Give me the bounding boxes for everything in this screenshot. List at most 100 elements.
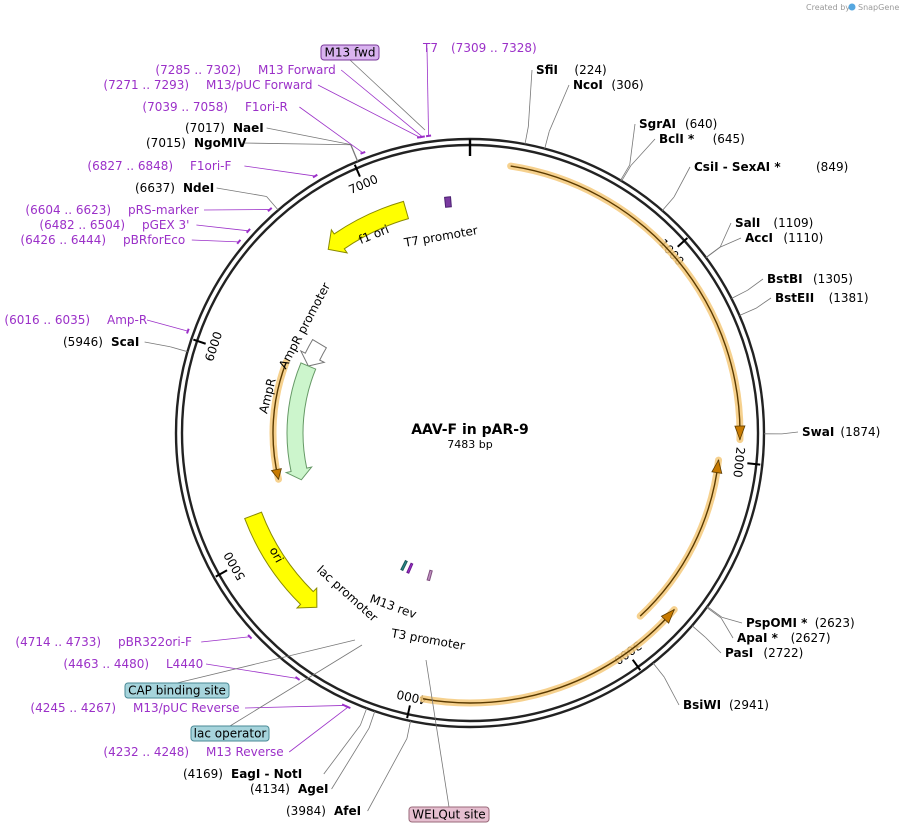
site-scai[interactable]: (5946)ScaI	[63, 335, 139, 349]
site-agei[interactable]: (4134)AgeI	[250, 782, 328, 796]
site-ndei[interactable]: (6637) NdeI	[135, 181, 214, 195]
primer-leader-t7	[426, 47, 429, 136]
primer-mark-m13-reverse	[345, 705, 351, 710]
tick-label-7000: 7000	[346, 172, 380, 197]
primer-m13-puc-reverse[interactable]: (4245 .. 4267)M13/pUC Reverse	[30, 701, 239, 715]
site-pos-sfii: (224)	[574, 63, 606, 77]
site-pasi[interactable]: PasI(2722)	[725, 646, 803, 660]
orf-line-1	[639, 460, 720, 617]
primer-pos-pgex-3: (6482 .. 6504)	[39, 218, 125, 232]
primer-pos-t7: (7309 .. 7328)	[451, 41, 537, 55]
site-bstbi[interactable]: BstBI(1305)	[767, 272, 853, 286]
primer-l4440[interactable]: (4463 .. 4480)L4440	[63, 657, 203, 671]
site-pos-ndei: (6637)	[135, 181, 175, 195]
boxed-label-welqut-site[interactable]: WELQut site	[408, 806, 490, 823]
primer-mark-pbrforeco	[236, 239, 242, 245]
site-sgrai[interactable]: SgrAI(640)	[639, 117, 717, 131]
site-sali[interactable]: SalI(1109)	[735, 216, 813, 230]
primer-pbrforeco[interactable]: (6426 .. 6444)pBRforEco	[20, 233, 185, 247]
primer-leader-pgex-3	[196, 224, 249, 232]
site-swai[interactable]: SwaI(1874)	[802, 425, 880, 439]
tick-mark-1000	[677, 237, 689, 248]
site-csii-sexai[interactable]: CsiI - SexAI *(849)	[694, 160, 848, 174]
primer-name-m13-puc-forward: M13/pUC Forward	[206, 78, 313, 92]
feature-m13-rev[interactable]	[406, 562, 414, 574]
boxed-text-lac-operator: lac operator	[194, 727, 267, 741]
tick-mark-2000	[747, 462, 761, 466]
site-name-agei: AgeI	[298, 782, 328, 796]
site-name-apai: ApaI *	[737, 631, 779, 645]
site-ngomiv[interactable]: (7015)NgoMIV	[146, 136, 247, 150]
primer-pgex-3[interactable]: (6482 .. 6504)pGEX 3'	[39, 218, 189, 232]
site-ncoi[interactable]: NcoI(306)	[573, 78, 644, 92]
site-name-sfii: SfiI	[536, 63, 558, 77]
primer-m13-forward[interactable]: (7285 .. 7302)M13 Forward	[155, 63, 335, 77]
site-eagi-noti[interactable]: (4169)EagI - NotI	[183, 767, 302, 781]
site-afei[interactable]: (3984) AfeI	[286, 804, 361, 818]
primer-pbr322ori-f[interactable]: (4714 .. 4733)pBR322ori-F	[15, 635, 192, 649]
boxed-label-cap-binding-site[interactable]: CAP binding site	[124, 682, 230, 699]
primer-name-f1ori-r: F1ori-R	[245, 100, 288, 114]
primer-pos-prs-marker: (6604 .. 6623)	[25, 203, 111, 217]
orf-arrowhead-0	[734, 425, 746, 441]
primer-leader-f1ori-r	[299, 106, 364, 154]
site-tick-eagi-noti	[360, 708, 368, 726]
tick-label-2000: 2000	[730, 446, 747, 478]
primer-mark-f1ori-r	[360, 150, 366, 155]
orf-glow-0	[507, 162, 744, 444]
feature-t3-promoter[interactable]	[426, 569, 433, 582]
boxed-label-m13-fwd[interactable]: M13 fwd	[320, 44, 380, 61]
primer-f1ori-r[interactable]: (7039 .. 7058)F1ori-R	[142, 100, 287, 114]
tick-label-4000: 4000	[395, 687, 428, 707]
site-tick-bstbi	[731, 289, 748, 299]
primer-prs-marker[interactable]: (6604 .. 6623)pRS-marker	[25, 203, 198, 217]
site-pos-afei: (3984)	[286, 804, 326, 818]
site-tick-pasi	[691, 625, 706, 638]
primer-t7[interactable]: T7(7309 .. 7328)	[422, 41, 537, 55]
site-apai[interactable]: ApaI *(2627)	[737, 631, 831, 645]
site-pos-sali: (1109)	[773, 216, 813, 230]
feature-t7-promoter[interactable]	[444, 196, 452, 208]
boxed-label-lac-operator[interactable]: lac operator	[190, 725, 270, 742]
orf-arrowhead-1	[711, 459, 723, 474]
site-bcli[interactable]: BclI *(645)	[659, 132, 745, 146]
site-pos-acci: (1110)	[783, 231, 823, 245]
primer-f1ori-f[interactable]: (6827 .. 6848)F1ori-F	[87, 159, 231, 173]
site-name-ndei: NdeI	[183, 181, 214, 195]
leader-lines	[144, 47, 799, 812]
site-name-afei: AfeI	[334, 804, 361, 818]
boxed-leader-lac-operator	[229, 644, 363, 727]
site-name-acci: AccI	[745, 231, 773, 245]
site-bsiwi[interactable]: BsiWI(2941)	[683, 698, 769, 712]
site-pos-eagi-noti: (4169)	[183, 767, 223, 781]
site-bsteii[interactable]: BstEII(1381)	[775, 291, 869, 305]
primer-name-pbr322ori-f: pBR322ori-F	[118, 635, 192, 649]
site-pspomi[interactable]: PspOMI *(2623)	[746, 616, 855, 630]
primer-amp-r[interactable]: (6016 .. 6035)Amp-R	[4, 313, 147, 327]
primer-pos-pbrforeco: (6426 .. 6444)	[20, 233, 106, 247]
site-leader-sali	[719, 222, 732, 247]
tick-mark-3000	[631, 659, 642, 671]
orf-arrowhead-2	[660, 608, 675, 624]
site-pos-naei: (7017)	[185, 121, 225, 135]
site-naei[interactable]: (7017)NaeI	[185, 121, 264, 135]
tick-label-5000: 5000	[221, 549, 248, 582]
feature-ampr-promoter[interactable]	[299, 338, 328, 367]
orf-glow-1	[636, 456, 723, 620]
site-tick-pspomi	[707, 606, 723, 618]
feature-ampr[interactable]	[284, 362, 317, 481]
primer-m13-reverse[interactable]: (4232 .. 4248)M13 Reverse	[103, 745, 283, 759]
feature-ori[interactable]	[244, 511, 318, 609]
tick-mark-4000	[406, 705, 411, 719]
boxed-leader-welqut-site	[425, 659, 450, 808]
tick-mark-7000	[353, 164, 361, 178]
site-leader-sfii	[527, 69, 533, 127]
primer-m13-puc-forward[interactable]: (7271 .. 7293)M13/pUC Forward	[103, 78, 312, 92]
site-name-ngomiv: NgoMIV	[194, 136, 247, 150]
site-pos-swai: (1874)	[840, 425, 880, 439]
boxed-bg-cap-binding-site	[124, 682, 230, 699]
site-acci[interactable]: AccI (1110)	[745, 231, 823, 245]
site-sfii[interactable]: SfiI (224)	[536, 63, 607, 77]
feature-f1-ori[interactable]	[327, 200, 410, 254]
feature-lac-promoter[interactable]	[400, 559, 408, 572]
